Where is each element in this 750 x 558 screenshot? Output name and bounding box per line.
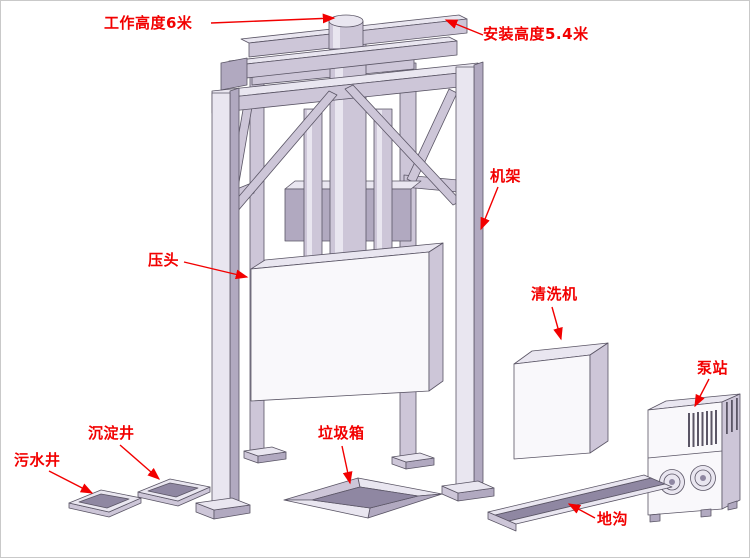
frame-foot-plates xyxy=(195,446,495,520)
arrow-frame xyxy=(480,186,499,231)
label-install-height: 安装高度5.4米 xyxy=(483,25,589,43)
label-pump-station: 泵站 xyxy=(697,359,729,377)
arrow-sediment-well xyxy=(119,444,161,480)
washing-machine xyxy=(513,342,609,460)
arrow-pump-station xyxy=(694,378,710,408)
arrow-press-head xyxy=(183,261,249,280)
sewage-well xyxy=(68,489,142,518)
arrow-washer xyxy=(551,306,563,341)
press-head xyxy=(250,242,444,402)
label-sewage-well: 污水井 xyxy=(14,451,61,469)
label-frame: 机架 xyxy=(490,167,522,185)
label-garbage-bin: 垃圾箱 xyxy=(318,424,365,442)
frame-front-members xyxy=(211,61,484,508)
label-trench: 地沟 xyxy=(597,510,629,528)
top-beam-assembly xyxy=(220,14,468,91)
annotation-arrows xyxy=(48,13,710,519)
arrow-trench xyxy=(567,503,596,519)
pump-station xyxy=(647,393,741,523)
garbage-bin-pit xyxy=(283,477,443,519)
label-working-height: 工作高度6米 xyxy=(104,14,193,32)
arrow-working-height xyxy=(210,13,336,24)
label-washer: 清洗机 xyxy=(531,285,578,303)
floor-trench xyxy=(487,474,673,532)
arrow-garbage-bin xyxy=(341,445,353,485)
sediment-well xyxy=(137,478,211,507)
label-sediment-well: 沉淀井 xyxy=(88,424,135,442)
label-press-head: 压头 xyxy=(148,251,180,269)
arrow-install-height xyxy=(444,19,484,36)
arrow-sewage-well xyxy=(48,470,94,494)
